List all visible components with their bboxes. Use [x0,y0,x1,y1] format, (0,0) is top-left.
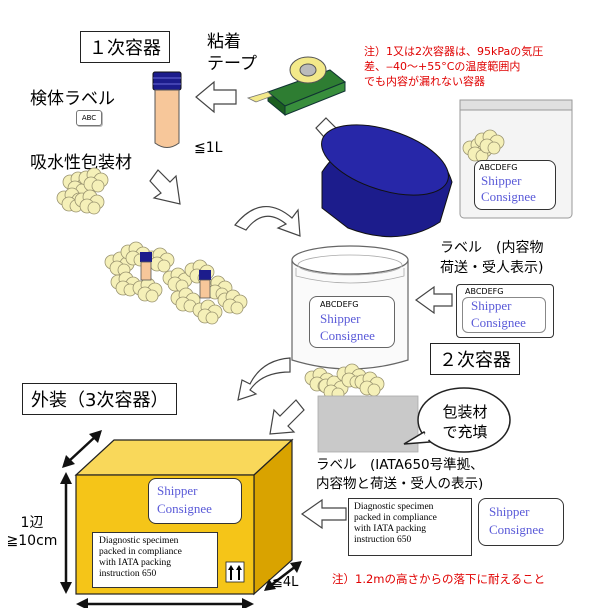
box-diag-line2: packed in compliance [99,547,182,557]
side-length-caption: 1辺 ≧10cm [2,514,62,550]
bag-label-shipper: Shipper [481,173,522,188]
box-diag-line3: with IATA packing [99,558,172,568]
secondary-caption-line1: ラベル (内容物 [440,240,544,256]
specimen-label-caption: 検体ラベル [30,89,115,109]
primary-container-title: １次容器 [80,31,170,63]
secondary-standalone-label: ABCDEFG Shipper Consignee [456,284,554,338]
abc-label-tag: ABC [76,110,102,126]
secondary-container-title: ２次容器 [430,343,520,375]
outer-shipper-label: Shipper Consignee [478,498,564,546]
box-diag-line1: Diagnostic specimen [99,536,179,546]
box-shipper-label: Shipper Consignee [148,478,242,524]
packing-fill-bubble-text: 包装材 で充填 [430,402,500,442]
note1-line1: 注）1又は2次容器は、95kPaの気圧 [364,45,544,58]
block-arrow-icon [414,285,453,315]
test-tube-icon [199,270,211,299]
jar-label-shipper: Shipper [320,311,361,326]
note-pressure-temperature: 注）1又は2次容器は、95kPaの気圧 差、‒40～+55°Cの温度範囲内 でも… [364,44,543,89]
standalone-label-shipper: Shipper [471,298,512,313]
secondary-caption-line2: 荷送・受人表示) [440,260,544,276]
primary-volume-limit: ≦1L [194,140,223,156]
outer-diag-line1: Diagnostic specimen [354,502,434,512]
outer-diagnostic-label: Diagnostic specimen packed in compliance… [348,498,472,556]
curved-arrow-icon [237,357,291,401]
outer-diag-line4: instruction 650 [354,535,412,545]
outer-volume-limit: ≦4L [272,575,299,590]
test-tube-icon [140,252,152,281]
bubble-wrap-icon [317,395,419,453]
outer-label-caption: ラベル (IATA650号準拠、 内容物と荷送・受人の表示) [316,456,484,494]
note1-line2: 差、‒40～+55°Cの温度範囲内 [364,60,521,73]
block-arrow-icon [269,399,305,435]
box-label-shipper: Shipper [157,483,198,498]
speech-bubble [403,387,511,453]
side-line1: 1辺 [20,515,44,531]
bag-label-consignee: Consignee [481,189,536,204]
tape-label-line2: テープ [207,54,257,74]
standalone-label-abcdefg: ABCDEFG [465,287,504,296]
jar-label-consignee: Consignee [320,328,375,343]
side-line2: ≧10cm [6,533,58,549]
outer-diag-line3: with IATA packing [354,524,427,534]
bubble-line1: 包装材 [442,403,488,421]
outer-diag-line2: packed in compliance [354,513,437,523]
adhesive-tape-label: 粘着 テープ [207,31,257,75]
this-way-up-icon [225,561,245,583]
jar-label-abcdefg: ABCDEFG [320,300,359,309]
note-drop-test: 注）1.2mの高さからの落下に耐えること [332,572,546,586]
outer-label-shipper: Shipper [489,504,530,519]
absorbent-material-caption: 吸水性包装材 [30,153,132,173]
absorbent-cloud-icon [104,241,248,325]
bag-label-card: ABCDEFG Shipper Consignee [474,160,556,210]
block-arrow-icon [149,169,181,205]
dimension-arrows [60,430,302,608]
block-arrow-icon [300,498,347,530]
box-diag-line4: instruction 650 [99,569,157,579]
bag-label-abcdefg: ABCDEFG [479,163,518,172]
absorbent-cloud-icon [304,363,385,401]
absorbent-cloud-icon [56,167,109,215]
outer-caption-line1: ラベル (IATA650号準拠、 [316,457,484,473]
outer-caption-line2: 内容物と荷送・受人の表示) [316,476,484,492]
jar-label-card: ABCDEFG Shipper Consignee [309,296,395,348]
block-arrow-icon [195,80,237,114]
outer-package-title: 外装（3次容器） [22,383,178,415]
tape-dispenser-icon [246,56,346,117]
box-diagnostic-label: Diagnostic specimen packed in compliance… [92,532,218,588]
secondary-label-caption: ラベル (内容物 荷送・受人表示) [440,238,543,278]
tape-label-line1: 粘着 [207,32,241,52]
curved-arrow-icon [234,205,301,237]
outer-label-consignee: Consignee [489,522,544,537]
bubble-line2: で充填 [442,423,488,441]
note1-line3: でも内容が漏れない容器 [364,75,485,88]
box-label-consignee: Consignee [157,501,212,516]
test-tube-icon [152,71,182,148]
standalone-label-consignee: Consignee [471,315,526,330]
secondary-container-lid [321,124,453,238]
